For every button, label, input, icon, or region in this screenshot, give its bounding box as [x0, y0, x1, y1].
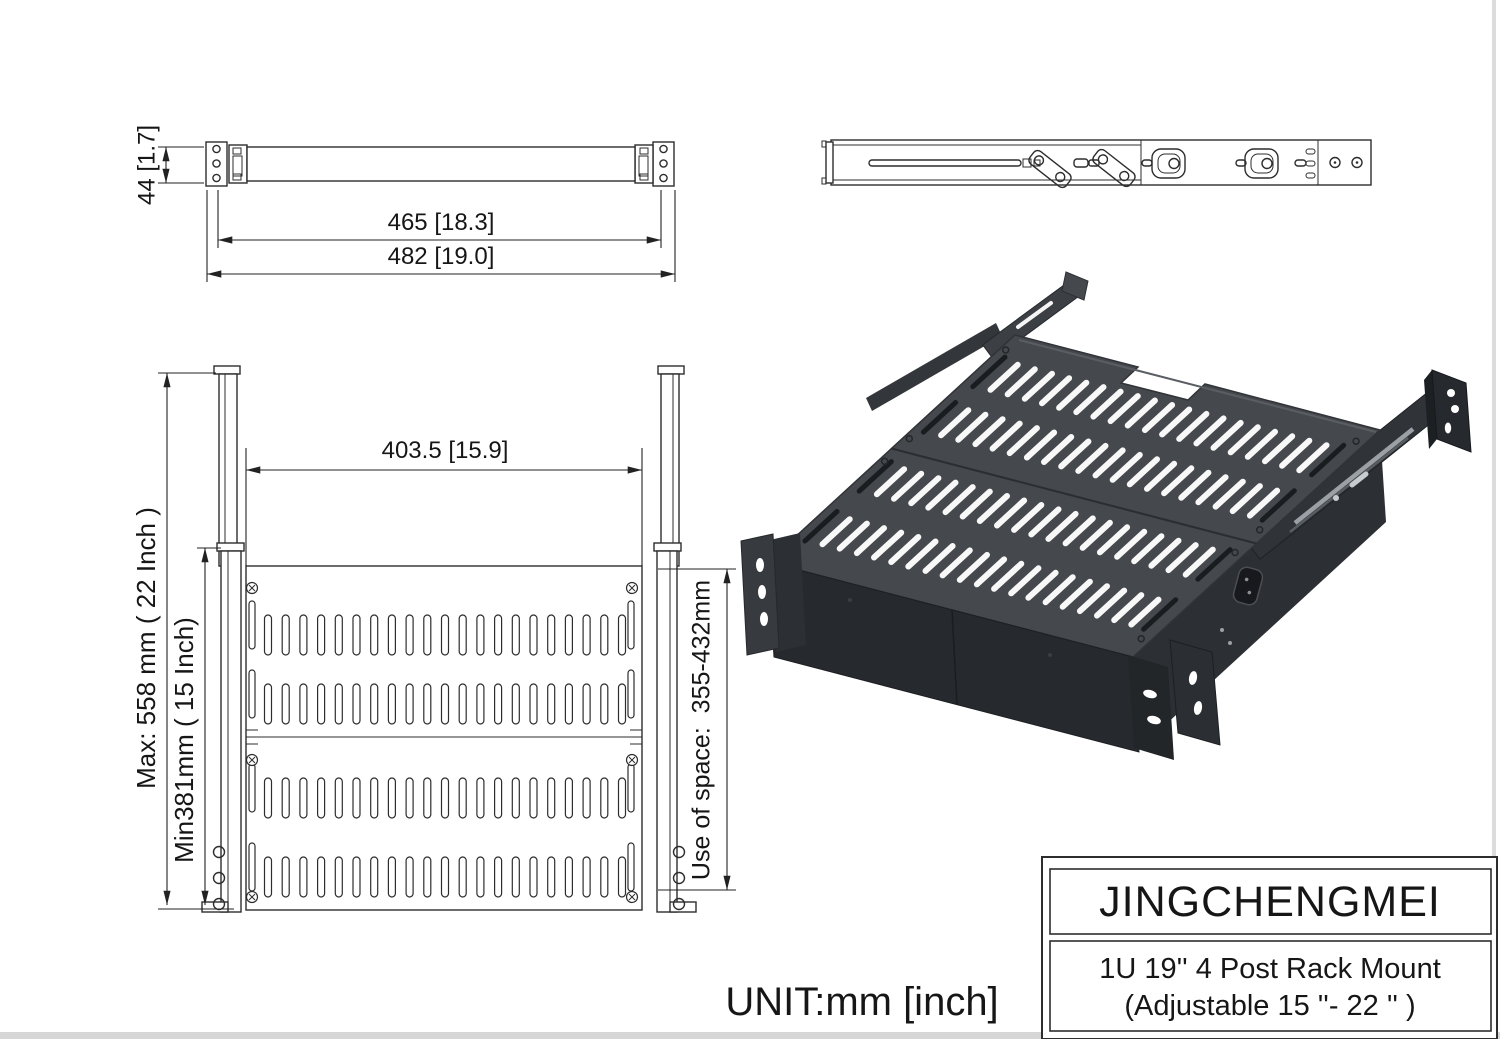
keyhole-bracket-2	[1235, 148, 1279, 179]
front-body-bar	[246, 146, 636, 182]
right-telescoping-rail	[1243, 388, 1449, 560]
dim-height-label: 44 [1.7]	[133, 125, 160, 205]
dim-min-depth: Min381mm ( 15 Inch)	[169, 547, 221, 905]
rear-slide-rail	[866, 323, 1002, 411]
front-left-bracket	[228, 144, 248, 184]
dim-width-482: 482 [19.0]	[206, 190, 676, 282]
dim-max-depth-label: Max: 558 mm ( 22 Inch )	[131, 507, 161, 789]
render-screws	[787, 346, 1360, 643]
rail-slot	[868, 159, 1022, 167]
top-view-left-rail	[201, 365, 245, 913]
keyhole-bracket-1	[1141, 148, 1186, 179]
product-title-line1: 1U 19'' 4 Post Rack Mount	[1099, 953, 1441, 985]
front-view-drawing: 44 [1.7] 465 [18.3] 482 [19.0]	[133, 125, 676, 282]
dim-height-44: 44 [1.7]	[133, 125, 204, 205]
side-view-drawing	[821, 139, 1372, 189]
dim-max-depth: Max: 558 mm ( 22 Inch )	[131, 372, 234, 910]
top-face-seam	[891, 447, 1257, 545]
rail-rear-holes	[1329, 156, 1363, 169]
dim-usable-space: Use of space: 355-432mm	[658, 568, 736, 891]
dim-width-482-label: 482 [19.0]	[388, 243, 495, 270]
title-block-product-cell	[1049, 940, 1492, 1032]
product-title-line2: (Adjustable 15 ''- 22 '' )	[1124, 990, 1415, 1022]
dim-width-403-label: 403.5 [15.9]	[382, 437, 509, 464]
vent-slot-grid	[248, 600, 635, 898]
rear-left-bracket	[982, 271, 1089, 360]
latch-tab-1	[1028, 149, 1072, 189]
right-rack-ear	[1424, 369, 1472, 453]
rail-left-cap	[825, 141, 834, 184]
unit-note: UNIT:mm [inch]	[725, 980, 998, 1024]
top-view-right-rail	[653, 365, 697, 913]
dim-usable-space-label: Use of space: 355-432mm	[688, 580, 716, 880]
dim-width-465: 465 [18.3]	[217, 190, 662, 248]
latch-tab-2	[1092, 148, 1136, 188]
rear-edge-highlight	[1018, 339, 1377, 433]
dim-min-depth-label: Min381mm ( 15 Inch)	[169, 617, 199, 863]
dim-width-465-label: 465 [18.3]	[388, 209, 495, 236]
render-vent-slots	[802, 354, 1347, 632]
brand-name: JINGCHENGMEI	[1099, 878, 1441, 926]
outlet-cutout	[1232, 566, 1264, 606]
dim-width-403: 403.5 [15.9]	[245, 437, 643, 566]
top-view-drawing: 403.5 [15.9] Max: 558 mm ( 22 Inch ) Min…	[131, 365, 736, 913]
title-block: JINGCHENGMEI 1U 19'' 4 Post Rack Mount (…	[1041, 856, 1498, 1039]
front-left-ear	[205, 141, 228, 187]
front-right-ears	[1128, 639, 1221, 760]
product-render	[740, 271, 1472, 760]
front-right-ear	[652, 141, 675, 187]
front-left-ear-3d	[740, 533, 806, 656]
title-block-brand-cell	[1049, 868, 1492, 935]
shelf-screws	[245, 581, 639, 904]
front-right-bracket	[634, 144, 654, 184]
